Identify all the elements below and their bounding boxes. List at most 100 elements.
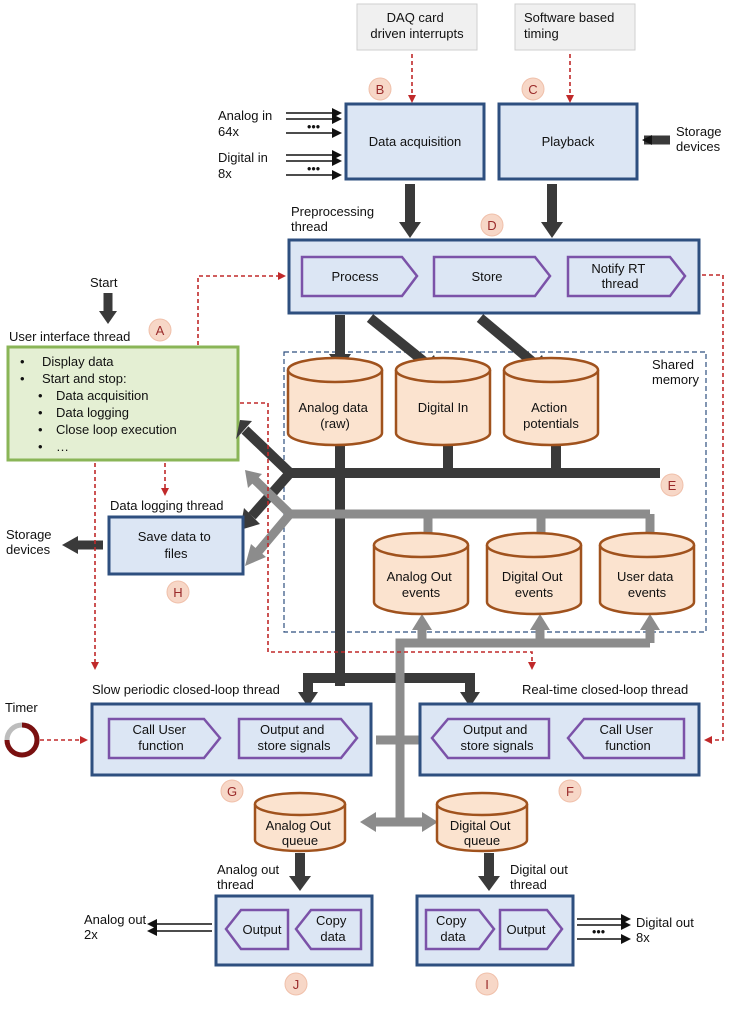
badge-h <box>166 580 190 604</box>
software-timing-note: Software based timing <box>514 3 636 51</box>
playback-box: Playback <box>497 102 639 181</box>
svg-text:Digital Out events: Digital Out events <box>502 569 566 600</box>
analog-out-queue: Analog Out queue <box>253 791 347 853</box>
analog-queue-arrow-head <box>289 876 311 891</box>
analog-in-label: Analog in 64x <box>218 108 276 139</box>
data-bus <box>236 420 660 832</box>
storage-devices-left: Storage devices <box>6 527 55 557</box>
analog-out-thread-box: Output Copy data <box>214 894 374 967</box>
digital-queue-arrow-head <box>478 876 500 891</box>
svg-text:Notify RT thread: Notify RT thread <box>591 261 648 291</box>
data-acquisition-label: Data acquisition <box>369 134 462 149</box>
badge-a <box>148 318 172 342</box>
analog-output-step: Output <box>224 908 290 951</box>
user-data-events-store: User data events <box>598 531 696 616</box>
analog-out-thread-label: Analog out thread <box>217 862 283 892</box>
storage-devices-right: Storage devices <box>676 124 725 154</box>
svg-text:Output and store signa: Output and store signals <box>258 722 331 753</box>
svg-text:Call User function: Call User function <box>599 722 656 753</box>
rt-call-user-step: Call User function <box>566 717 686 760</box>
analog-out-label: Analog out 2x <box>84 912 150 942</box>
action-potentials-store: Action potentials <box>502 356 600 447</box>
svg-text:H: H <box>173 585 182 600</box>
ui-sub-data-acquisition: Data acquisition <box>56 388 149 403</box>
svg-text:•: • <box>20 354 25 369</box>
ui-item-display-data: Display data <box>42 354 114 369</box>
analog-in-dots: ••• <box>307 120 320 134</box>
software-timing-line-2: timing <box>524 26 559 41</box>
analog-in-lines: ••• <box>286 108 342 138</box>
svg-text:B: B <box>376 82 385 97</box>
svg-text:C: C <box>528 82 537 97</box>
svg-text:Process: Process <box>332 269 379 284</box>
slow-loop-label: Slow periodic closed-loop thread <box>92 682 280 697</box>
svg-text:I: I <box>485 977 489 992</box>
svg-text:E: E <box>668 478 677 493</box>
digital-out-thread-box: Copy data Output <box>415 894 575 967</box>
svg-text:Copy data: Copy data <box>316 913 350 944</box>
ui-sub-close-loop: Close loop execution <box>56 422 177 437</box>
ui-item-start-stop: Start and stop: <box>42 371 127 386</box>
svg-text:Analog Out events: Analog Out events <box>387 569 456 600</box>
timer-label: Timer <box>5 700 38 715</box>
data-acquisition-box: Data acquisition <box>344 102 486 181</box>
analog-out-lines <box>147 919 212 936</box>
svg-text:A: A <box>156 323 165 338</box>
digital-copy-data-step: Copy data <box>424 908 496 951</box>
badge-g <box>220 779 244 803</box>
svg-text:Action potentials: Action potentials <box>523 400 579 431</box>
slow-output-store-step: Output and store signals <box>237 717 359 760</box>
svg-text:Digital In: Digital In <box>418 400 469 415</box>
badge-b <box>368 77 392 101</box>
digital-in-lines: ••• <box>286 150 342 180</box>
process-step: Process <box>300 255 419 298</box>
svg-text:D: D <box>487 218 496 233</box>
notify-rt-step: Notify RT thread <box>566 255 687 298</box>
preprocessing-thread-box: Process Store Notify RT thread <box>287 238 701 315</box>
svg-text:•: • <box>38 405 43 420</box>
start-label: Start <box>90 275 118 290</box>
daq-card-line-1: DAQ card <box>387 10 444 25</box>
save-data-box: Save data to files <box>107 515 245 576</box>
ui-thread-label: User interface thread <box>9 329 130 344</box>
svg-text:Output and store signa: Output and store signals <box>461 722 534 753</box>
store-step: Store <box>432 255 552 298</box>
digital-output-step: Output <box>498 908 564 951</box>
rt-loop-box: Output and store signals Call User funct… <box>418 702 701 777</box>
svg-text:Analog data (raw): Analog data (raw) <box>298 400 371 431</box>
shared-memory-region <box>283 351 707 633</box>
svg-text:•: • <box>20 371 25 386</box>
rt-output-store-step: Output and store signals <box>430 717 551 760</box>
badge-d <box>480 213 504 237</box>
daq-card-line-2: driven interrupts <box>370 26 464 41</box>
to-preprocessing-arrows <box>399 184 563 238</box>
svg-text:Save data to files: Save data to files <box>138 529 215 561</box>
analog-copy-data-step: Copy data <box>294 908 363 951</box>
ui-thread-box: • Display data • Start and stop: • Data … <box>6 345 240 462</box>
svg-text:G: G <box>227 784 237 799</box>
svg-text:•: • <box>38 388 43 403</box>
shared-memory-label: Shared memory <box>652 357 699 387</box>
badge-i <box>475 972 499 996</box>
svg-text:Analog Out queue: Analog Out queue <box>266 818 335 848</box>
slow-loop-box: Call User function Output and store sign… <box>90 702 373 777</box>
svg-text:Call User function: Call User function <box>132 722 189 753</box>
digital-out-thread-label: Digital out thread <box>510 862 571 892</box>
digital-out-dots: ••• <box>592 925 605 939</box>
timer-icon <box>4 722 40 758</box>
control-signal-arrows <box>40 272 724 744</box>
svg-text:Software based timing: Software based timing <box>524 10 618 41</box>
svg-text:User data events: User data events <box>617 569 677 600</box>
rt-loop-label: Real-time closed-loop thread <box>522 682 688 697</box>
ui-sub-ellipsis: … <box>56 439 69 454</box>
svg-text:Output: Output <box>506 922 545 937</box>
svg-text:Digital Out queue: Digital Out queue <box>450 818 514 848</box>
ui-sub-data-logging: Data logging <box>56 405 129 420</box>
svg-text:Copy data: Copy data <box>436 913 470 944</box>
start-arrow-head <box>99 311 117 324</box>
analog-data-raw-store: Analog data (raw) <box>286 356 384 447</box>
svg-text:F: F <box>566 784 574 799</box>
digital-out-lines: ••• <box>577 914 631 944</box>
svg-text:J: J <box>293 977 300 992</box>
